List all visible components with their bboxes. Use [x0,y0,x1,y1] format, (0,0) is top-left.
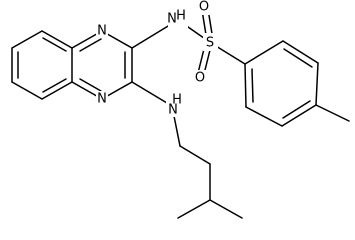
sulfonamide-hydrogen-label: H [176,9,186,24]
ring-nitrogen-bottom-label: N [97,92,107,107]
isopentylamino-chain [131,81,243,219]
tolyl-ring [244,40,350,127]
chemical-structure-diagram: N N N H S O O N H [11,0,350,219]
ring-nitrogen-top-label: N [97,24,107,39]
amine-nitrogen-label: N [168,103,178,118]
atom-labels: N N N H S O O N H [96,0,218,118]
amine-hydrogen-label: H [172,93,182,108]
oxygen-upper-label: O [199,0,209,15]
quinoxaline-benzo-ring [11,30,73,100]
oxygen-lower-label: O [195,71,205,86]
sulfonamide-group [131,8,246,75]
sulfonamide-nitrogen-label: N [167,12,177,27]
quinoxaline-pyrazine-ring [71,30,133,100]
sulfur-label: S [206,36,214,51]
